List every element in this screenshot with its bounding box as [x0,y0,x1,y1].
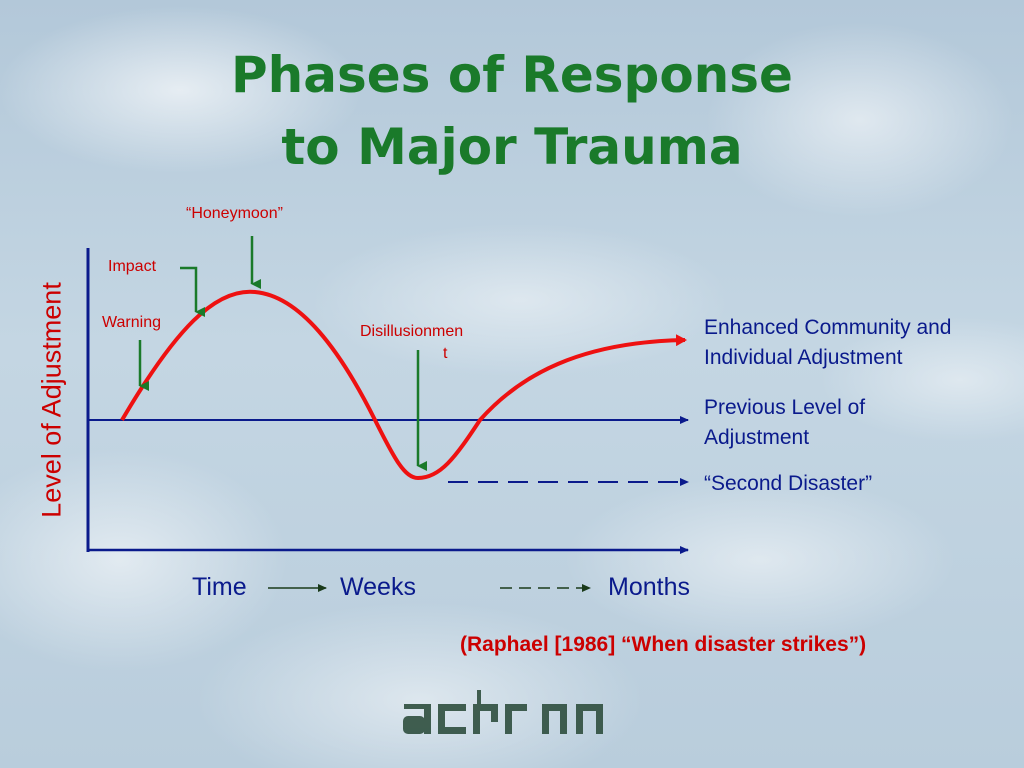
warning-label: Warning [102,314,161,331]
weeks-label: Weeks [340,573,416,601]
impact-arrow [180,266,205,317]
citation: (Raphael [1986] “When disaster strikes”) [460,633,867,656]
time-label: Time [192,573,247,601]
previous-level-label-line-1: Previous Level of [704,396,866,419]
second-disaster-label: “Second Disaster” [704,472,873,495]
honeymoon-label: “Honeymoon” [186,205,283,222]
disillusionment-label-line-1: Disillusionmen [360,323,464,340]
acpmh-logo [403,690,603,734]
previous-level-label-line-2: Adjustment [704,426,810,449]
impact-label: Impact [108,258,157,275]
response-curve [120,289,687,481]
months-label: Months [608,573,690,601]
slide-title-line-2: to Major Trauma [281,118,743,176]
enhanced-adjustment-label-line-1: Enhanced Community and [704,316,952,339]
slide-title-line-1: Phases of Response [231,46,793,104]
enhanced-adjustment-label-line-2: Individual Adjustment [704,346,903,369]
disillusionment-label-line-2: t [443,345,448,362]
